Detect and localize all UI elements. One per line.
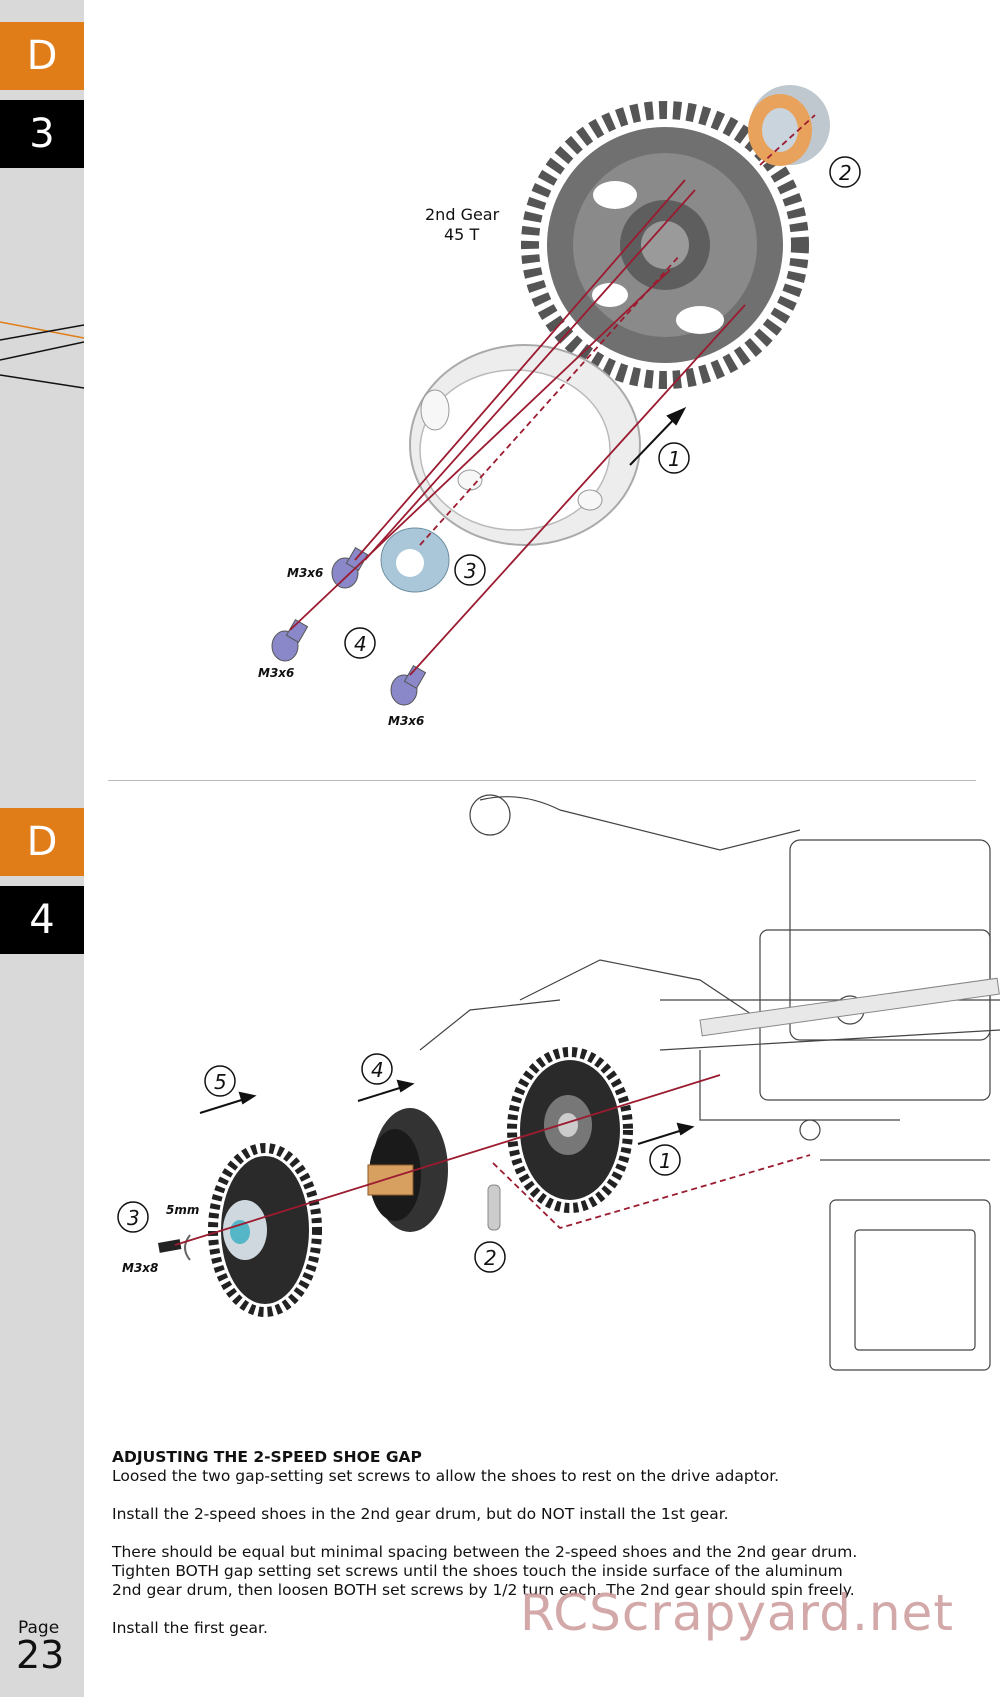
sidebar-decoration	[0, 321, 84, 389]
set-screw-label: M3x8	[122, 1261, 158, 1275]
callout-circles	[344, 156, 861, 659]
instructions-heading: ADJUSTING THE 2-SPEED SHOE GAP	[112, 1448, 422, 1466]
washer-illustration	[380, 527, 450, 593]
callout-1: 1	[668, 447, 681, 471]
callout-b3: 3	[127, 1206, 140, 1230]
callout-b4: 4	[371, 1058, 384, 1082]
drum-illustration	[409, 344, 641, 546]
clip-label: 5mm	[166, 1203, 199, 1217]
callout-circles-bottom	[117, 1053, 681, 1273]
callout-3: 3	[464, 559, 477, 583]
instruction-paragraph-4: Install the first gear.	[112, 1619, 268, 1637]
instruction-paragraph-3: There should be equal but minimal spacin…	[112, 1543, 858, 1599]
instruction-paragraph-1: Loosed the two gap-setting set screws to…	[112, 1467, 780, 1485]
page-label: Page	[18, 1618, 60, 1638]
instructions-block: ADJUSTING THE 2-SPEED SHOE GAP Loosed th…	[112, 1448, 872, 1657]
callout-b2: 2	[484, 1246, 497, 1270]
screw-label-1: M3x6	[287, 566, 323, 580]
instruction-paragraph-2: Install the 2-speed shoes in the 2nd gea…	[112, 1505, 729, 1523]
screw-illustrations	[271, 547, 427, 706]
screw-label-2: M3x6	[258, 666, 294, 680]
set-screw-illustration	[158, 1239, 182, 1253]
second-gear-illustration	[521, 101, 809, 389]
chassis-illustration	[419, 794, 1000, 1371]
clip-illustration	[184, 1234, 191, 1261]
callout-b5: 5	[214, 1070, 227, 1094]
bearing-illustration	[748, 85, 830, 166]
step-letter-d4: D	[0, 808, 84, 876]
step-letter-d3: D	[0, 22, 84, 90]
direction-arrow-1	[629, 406, 687, 466]
exploded-diagram-gear-install: 1 2 3 4 5 5mm M3x8	[117, 794, 1000, 1371]
callout-2: 2	[839, 161, 852, 185]
assembly-lines-bottom	[174, 1074, 811, 1246]
gear-label-line2: 45 T	[444, 225, 479, 244]
step-number-3: 3	[0, 100, 84, 168]
drum-bottom	[367, 1108, 448, 1232]
shaft-illustration	[699, 977, 1000, 1037]
callout-4: 4	[354, 632, 367, 656]
second-gear-bottom	[507, 1047, 633, 1213]
section-divider	[108, 780, 976, 781]
assembly-lines	[289, 114, 816, 676]
callout-b1: 1	[659, 1149, 672, 1173]
exploded-diagram-2nd-gear: 1 2 3 4 2nd Gear 45 T M3x6 M3x6 M3x6	[258, 85, 861, 728]
gear-label-line1: 2nd Gear	[425, 205, 500, 224]
direction-arrows	[199, 1079, 695, 1145]
page-number: 23	[16, 1633, 65, 1677]
watermark-text: RCScrapyard.net	[520, 1584, 954, 1642]
pin-illustration	[487, 1184, 501, 1231]
first-gear-bottom	[208, 1143, 322, 1317]
step-number-4: 4	[0, 886, 84, 954]
screw-label-3: M3x6	[388, 714, 424, 728]
